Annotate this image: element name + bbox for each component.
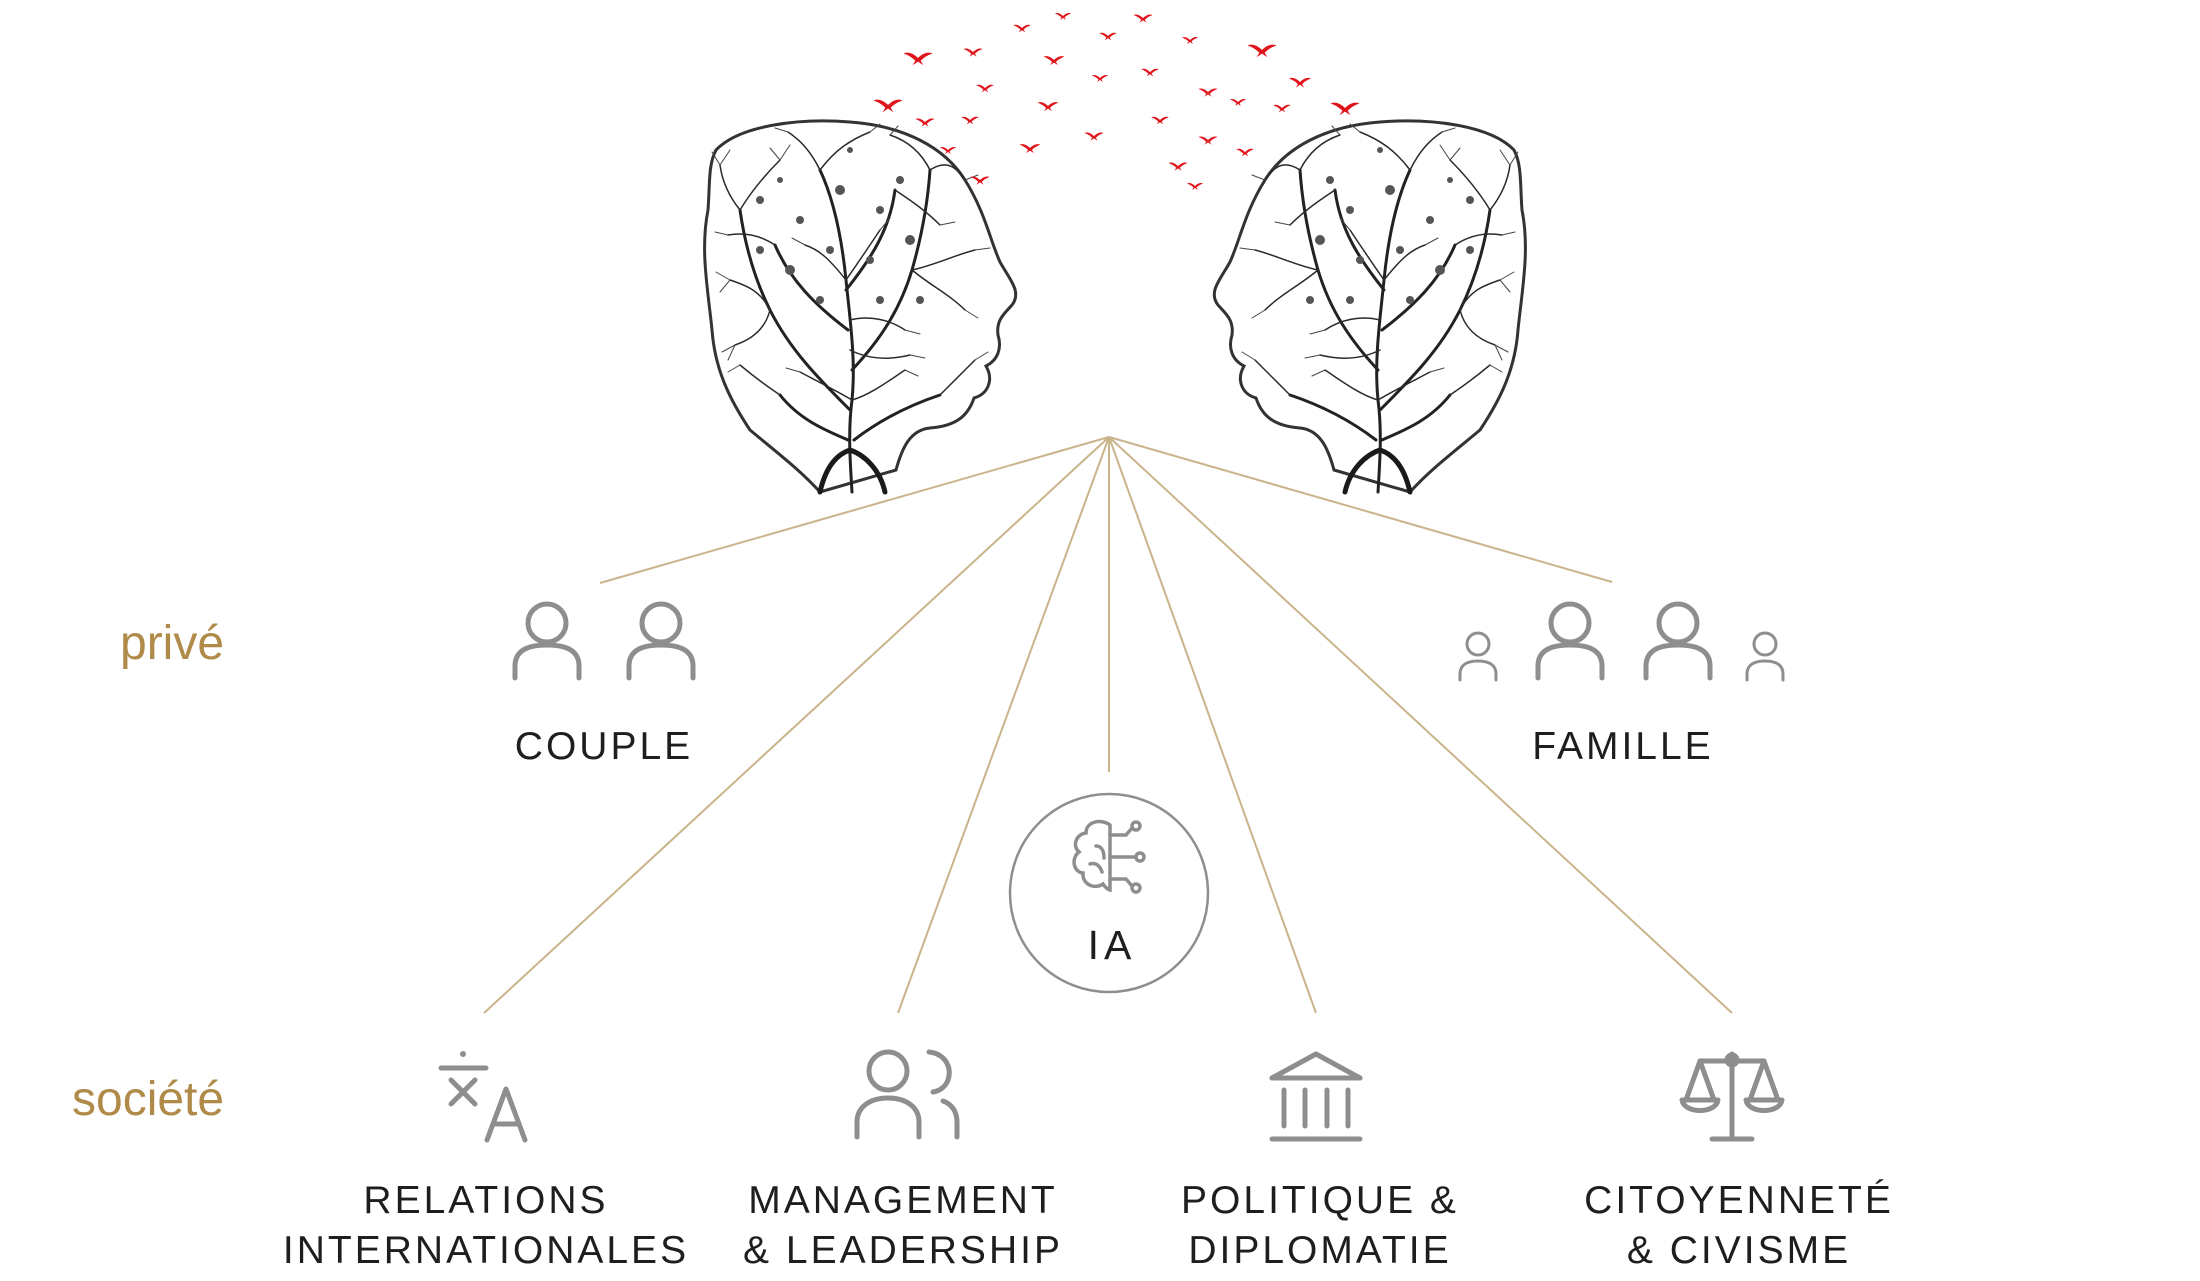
node-relations-line2: INTERNATIONALES	[282, 1229, 690, 1272]
row-label-society: société	[72, 1073, 225, 1126]
couple-people-icon	[512, 601, 696, 681]
red-birds-illustration	[873, 13, 1360, 190]
node-citoyennete-line2: & CIVISME	[1626, 1229, 1852, 1272]
scales-of-justice-icon	[1679, 1051, 1785, 1142]
node-relations: RELATIONS INTERNATIONALES	[283, 1176, 689, 1276]
node-management: MANAGEMENT & LEADERSHIP	[743, 1176, 1063, 1276]
row-label-private: privé	[120, 617, 225, 670]
ia-circle	[1008, 792, 1210, 994]
node-famille-label: FAMILLE	[1532, 725, 1714, 768]
node-relations-line1: RELATIONS	[363, 1179, 609, 1222]
family-people-icon	[1458, 601, 1785, 682]
node-citoyennete: CITOYENNETÉ & CIVISME	[1584, 1176, 1894, 1276]
node-politique: POLITIQUE & DIPLOMATIE	[1181, 1176, 1459, 1276]
node-politique-line1: POLITIQUE &	[1181, 1179, 1459, 1222]
node-ia-label: IA	[1087, 922, 1137, 968]
brain-circuit-icon	[1072, 819, 1146, 894]
node-couple: COUPLE	[515, 722, 693, 772]
users-icon	[854, 1049, 960, 1140]
node-management-line1: MANAGEMENT	[748, 1179, 1058, 1222]
node-citoyennete-line1: CITOYENNETÉ	[1584, 1179, 1894, 1222]
institution-building-icon	[1269, 1051, 1363, 1142]
node-politique-line2: DIPLOMATIE	[1188, 1229, 1452, 1272]
translate-icon	[438, 1051, 528, 1143]
node-management-line2: & LEADERSHIP	[743, 1229, 1063, 1272]
left-tree-head-illustration	[703, 119, 1018, 495]
connector-lines	[483, 436, 1733, 1014]
right-tree-head-illustration	[1212, 119, 1527, 495]
node-famille: FAMILLE	[1532, 722, 1713, 772]
node-couple-label: COUPLE	[514, 725, 694, 768]
